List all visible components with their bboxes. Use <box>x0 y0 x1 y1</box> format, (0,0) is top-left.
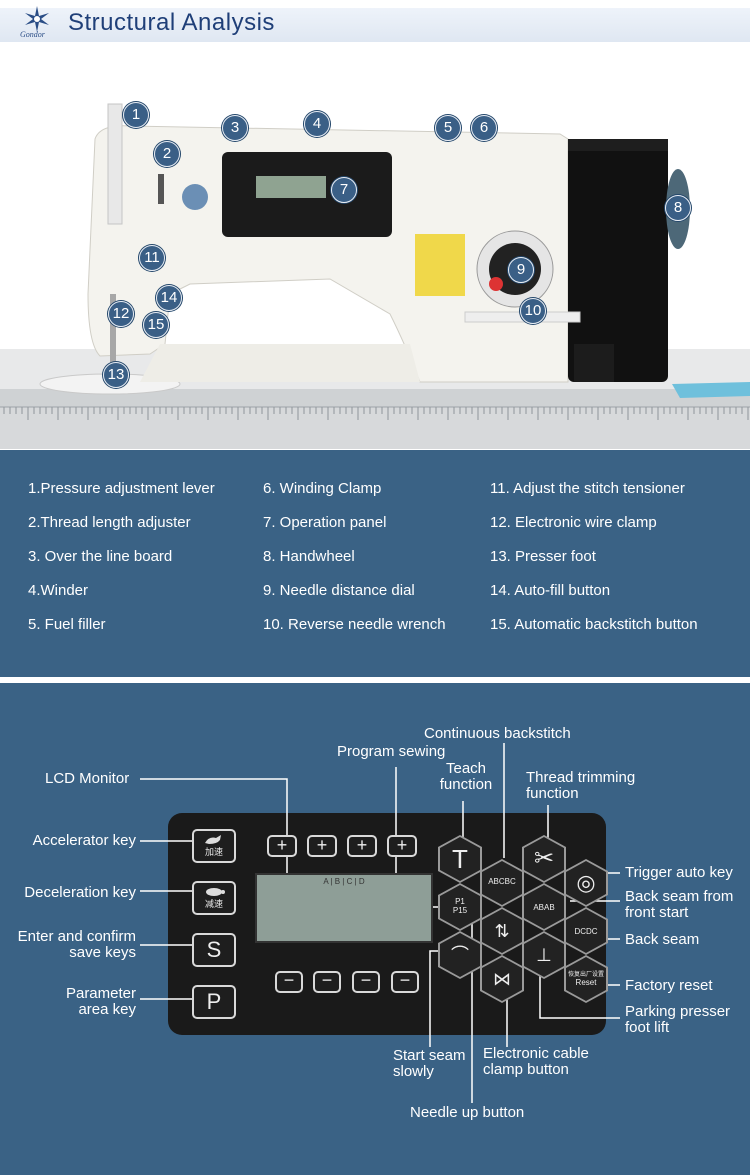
plus-key-2[interactable]: + <box>307 835 337 857</box>
callout-1: 1 <box>123 102 149 128</box>
legend-item: 11. Adjust the stitch tensioner <box>490 480 685 497</box>
factory-reset-cn: 恢复出厂设置 <box>567 972 604 978</box>
turtle-icon <box>206 888 225 896</box>
slow-start-icon: ⌒ <box>451 945 469 965</box>
legend-item: 12. Electronic wire clamp <box>490 514 657 531</box>
plus-key-3[interactable]: + <box>347 835 377 857</box>
sewing-machine-illustration <box>0 103 750 449</box>
callout-4: 4 <box>304 111 330 137</box>
legend-item: 10. Reverse needle wrench <box>263 616 446 633</box>
lcd-scale: A | B | C | D <box>323 877 365 886</box>
legend-item: 9. Needle distance dial <box>263 582 415 599</box>
gondor-logo-icon <box>25 6 49 32</box>
legend-item: 7. Operation panel <box>263 514 387 531</box>
legend-item: 14. Auto-fill button <box>490 582 611 599</box>
label-trigger-auto: Trigger auto key <box>625 864 733 881</box>
label-continuous-backstitch: Continuous backstitch <box>424 725 571 742</box>
callout-14: 14 <box>156 285 182 311</box>
deceleration-key-label: 减速 <box>204 899 223 909</box>
legend-item: 8. Handwheel <box>263 548 355 565</box>
section-gap <box>0 677 750 683</box>
legend-item: 2.Thread length adjuster <box>28 514 191 531</box>
header-bar <box>0 8 750 42</box>
parts-legend: 1.Pressure adjustment lever 2.Thread len… <box>0 450 750 677</box>
callout-10: 10 <box>520 298 546 324</box>
callout-7: 7 <box>331 177 357 203</box>
label-accelerator-key: Accelerator key <box>32 832 136 849</box>
legend-item: 1.Pressure adjustment lever <box>28 480 215 497</box>
presser-lift-icon: ⊥ <box>536 945 552 965</box>
callout-2: 2 <box>154 141 180 167</box>
label-back-seam-front: Back seam from front start <box>625 888 734 921</box>
header: Gondor Structural Analysis <box>0 0 750 44</box>
accelerator-key-label: 加速 <box>204 847 223 857</box>
machine-photo: 1 2 3 4 5 6 7 8 9 10 11 12 13 14 15 <box>0 44 750 449</box>
callout-9: 9 <box>508 257 534 283</box>
callout-6: 6 <box>471 115 497 141</box>
spiral-icon: ◎ <box>576 870 596 895</box>
callout-13: 13 <box>103 362 129 388</box>
page-title: Structural Analysis <box>68 9 275 36</box>
label-deceleration-key: Deceleration key <box>24 884 136 901</box>
minus-key-3[interactable]: − <box>352 971 380 993</box>
minus-key-4[interactable]: − <box>391 971 419 993</box>
label-parameter-area: Parameter area key <box>65 985 136 1018</box>
plus-key-1[interactable]: + <box>267 835 297 857</box>
callout-15: 15 <box>143 312 169 338</box>
parameter-key[interactable]: P <box>192 985 236 1019</box>
legend-item: 15. Automatic backstitch button <box>490 616 698 633</box>
legend-item: 6. Winding Clamp <box>263 480 382 497</box>
legend-item: 13. Presser foot <box>490 548 596 565</box>
rabbit-icon <box>205 835 221 844</box>
label-start-seam-slowly: Start seam slowly <box>393 1047 466 1080</box>
enter-confirm-key[interactable]: S <box>192 933 236 967</box>
back-seam-key-label: DCDC <box>574 927 598 936</box>
label-lcd-monitor: LCD Monitor <box>45 770 130 787</box>
plus-key-4[interactable]: + <box>387 835 417 857</box>
legend-item: 4.Winder <box>28 582 89 599</box>
factory-reset-en: Reset <box>575 978 597 987</box>
minus-key-2[interactable]: − <box>313 971 341 993</box>
logo-text: Gondor <box>20 30 45 39</box>
scissors-icon: ✂ <box>533 845 555 872</box>
minus-key-1[interactable]: − <box>275 971 303 993</box>
label-back-seam: Back seam <box>625 931 700 948</box>
label-electronic-cable: Electronic cable clamp button <box>483 1045 589 1078</box>
program-sewing-p15: P15 <box>452 906 468 915</box>
needle-up-icon: ⇅ <box>494 921 510 941</box>
label-factory-reset: Factory reset <box>625 977 713 994</box>
operation-panel-section: 加速 减速 S P + + + + A | B | C | D − − − − … <box>0 683 750 1175</box>
clamp-icon: ⋈ <box>493 969 511 989</box>
label-program-sewing: Program sewing <box>337 743 446 760</box>
callout-11: 11 <box>139 245 165 271</box>
callout-12: 12 <box>108 301 134 327</box>
label-thread-trimming: Thread trimming function <box>526 769 636 802</box>
accelerator-key[interactable]: 加速 <box>192 829 236 863</box>
label-needle-up: Needle up button <box>410 1104 525 1121</box>
callout-5: 5 <box>435 115 461 141</box>
deceleration-key[interactable]: 减速 <box>192 881 236 915</box>
callout-3: 3 <box>222 115 248 141</box>
legend-item: 3. Over the line board <box>28 548 173 565</box>
back-seam-front-key-label: ABAB <box>533 903 555 912</box>
label-teach-function: Teach function <box>439 760 493 793</box>
lcd-monitor: A | B | C | D <box>255 873 433 943</box>
program-sewing-p1: P1 <box>455 897 465 906</box>
label-enter-confirm: Enter and confirm save keys <box>17 928 136 961</box>
legend-item: 5. Fuel filler <box>28 616 106 633</box>
callout-8: 8 <box>665 195 691 221</box>
label-parking-presser: Parking presser foot lift <box>625 1003 731 1036</box>
continuous-backstitch-key-label: ABCBC <box>488 877 516 886</box>
